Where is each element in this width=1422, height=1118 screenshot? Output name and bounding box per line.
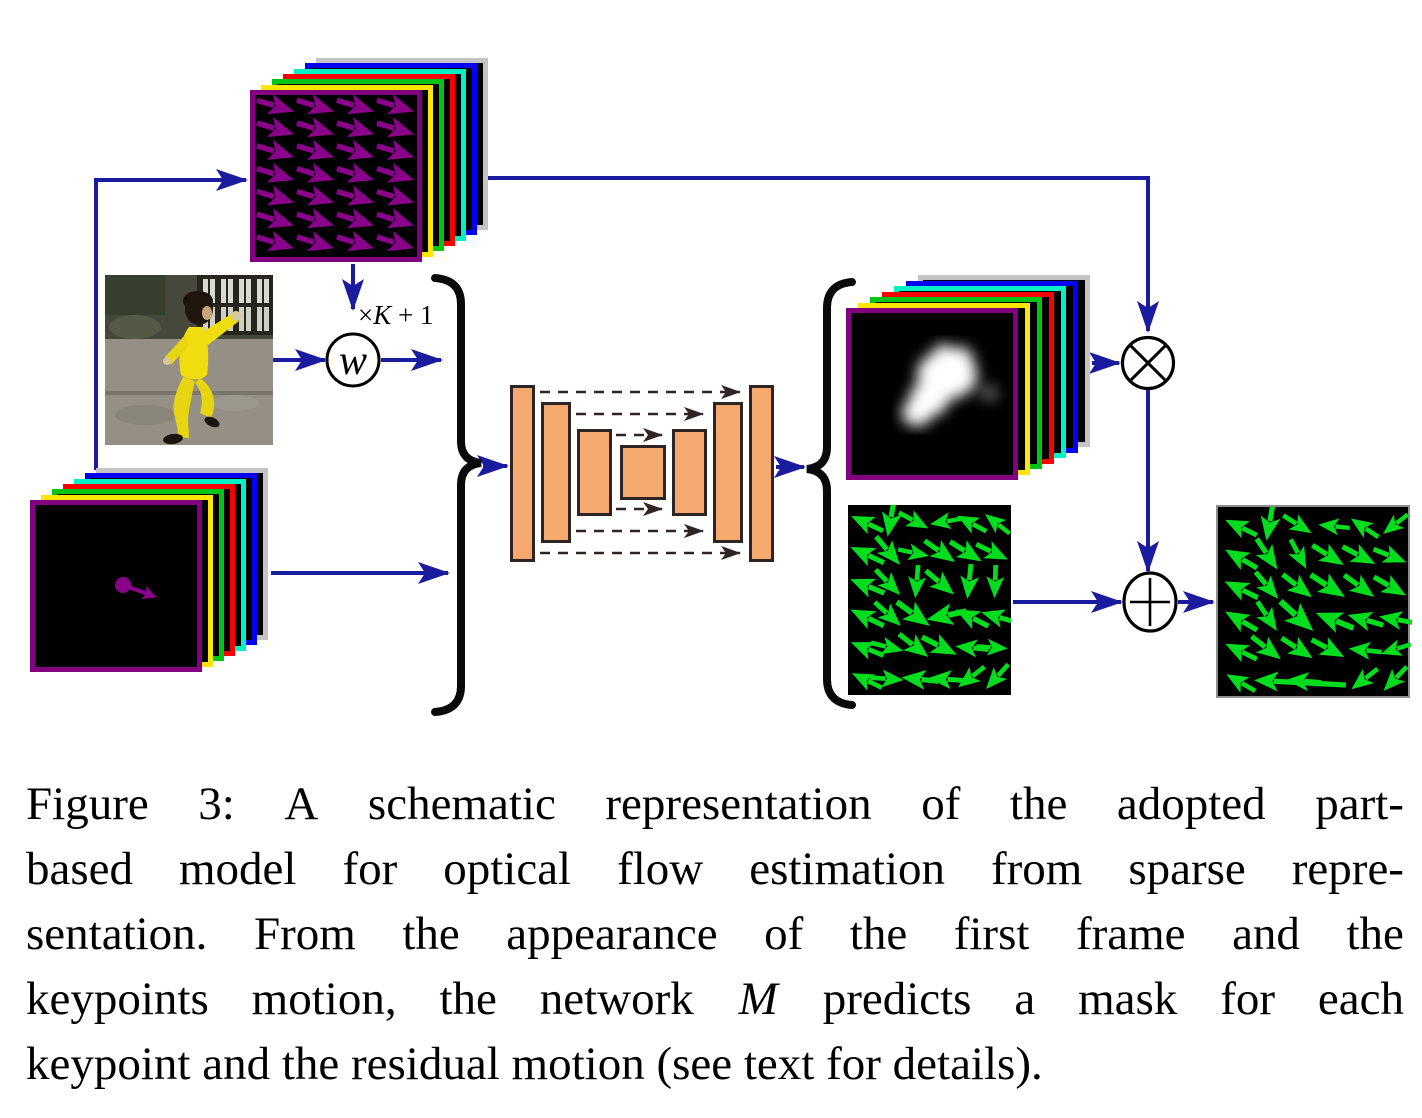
keypoint-stack-layer [30, 500, 202, 672]
arrow-flowstack-to-multiply [486, 176, 1159, 333]
mask-stack-layer [846, 308, 1018, 480]
warp-operator: w [325, 332, 381, 388]
encoder-bar [541, 402, 571, 543]
left-brace [431, 274, 482, 716]
predicted-mask [851, 313, 1013, 475]
multiply-icon [1120, 335, 1176, 391]
bottleneck-bar [620, 445, 666, 500]
warp-operator-label: w [339, 338, 367, 384]
output-flow-field [1216, 503, 1415, 698]
output-flow-field-arrows [1224, 503, 1415, 693]
decoder-bar [749, 385, 774, 562]
diagram-arrows-layer: w ×K + 1 [94, 169, 1215, 716]
add-icon [1122, 571, 1178, 633]
flow-stack-layer [250, 90, 422, 262]
residual-flow-field [848, 499, 1016, 695]
decoder-bar [672, 429, 707, 516]
keypoint-marker [115, 577, 157, 600]
decoder-bar [713, 402, 743, 543]
first-frame-photo [105, 275, 273, 445]
residual-flow-field-arrows [850, 499, 1016, 691]
encoder-bar [510, 385, 535, 562]
figure3-diagram: w ×K + 1 [30, 57, 1415, 716]
warp-count-label: ×K + 1 [358, 300, 433, 330]
right-brace [806, 278, 856, 709]
encoder-bar [577, 429, 612, 516]
first-frame-image [105, 275, 273, 450]
caption-line: keypoint and the residual motion (see te… [26, 1038, 1043, 1090]
arrow-keypoints-to-flowstack [94, 169, 248, 470]
dense-flow-arrows [256, 94, 415, 252]
